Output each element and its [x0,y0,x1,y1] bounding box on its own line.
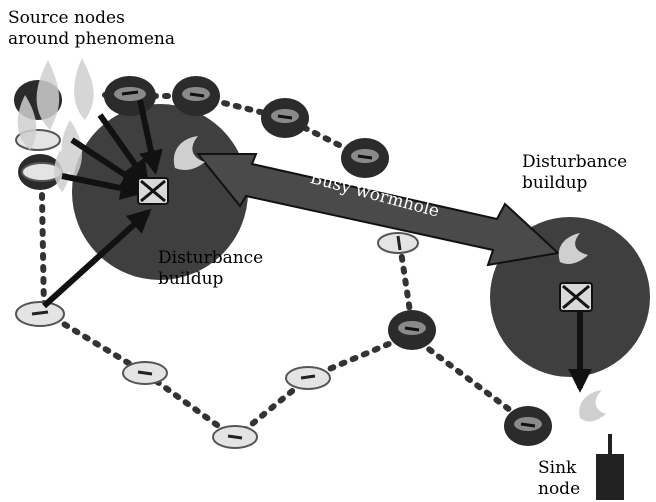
path-right-vertical [397,242,415,328]
disturbance-label-left: Disturbance buildup [158,248,264,289]
sensor-node-icon [341,138,389,178]
wormhole-arrow [195,153,561,267]
sensor-nodes-light [15,129,419,449]
phenomenon-flame-icon [558,233,588,264]
sensor-node-icon [15,301,65,327]
sink-node-label: Sink node [538,458,581,499]
sensor-node-icon [261,98,309,138]
path-to-sink [407,332,533,428]
sensor-node-icon [104,76,156,116]
jammed-node-icon [559,282,593,312]
path-bottom-loop [41,309,413,442]
disturbance-label-right: Disturbance buildup [522,152,628,193]
sink-device-icon [596,434,624,500]
sensor-node-icon [388,310,436,350]
sensor-node-icon [504,406,552,446]
phenomenon-flame-icon [579,390,606,422]
phenomenon-flame-icon [173,136,205,170]
phenomenon-flame-icon [17,58,94,192]
sensor-node-icon [122,361,168,385]
sensor-node-icon [212,425,258,449]
sensor-node-icon [285,366,331,390]
sensor-node-icon [377,232,419,254]
source-nodes-label: Source nodes around phenomena [8,8,176,49]
data-flow-arrows [41,99,592,393]
sensor-node-icon [172,76,220,116]
path-left-vertical [39,192,47,315]
jammed-node-icon [137,177,169,205]
